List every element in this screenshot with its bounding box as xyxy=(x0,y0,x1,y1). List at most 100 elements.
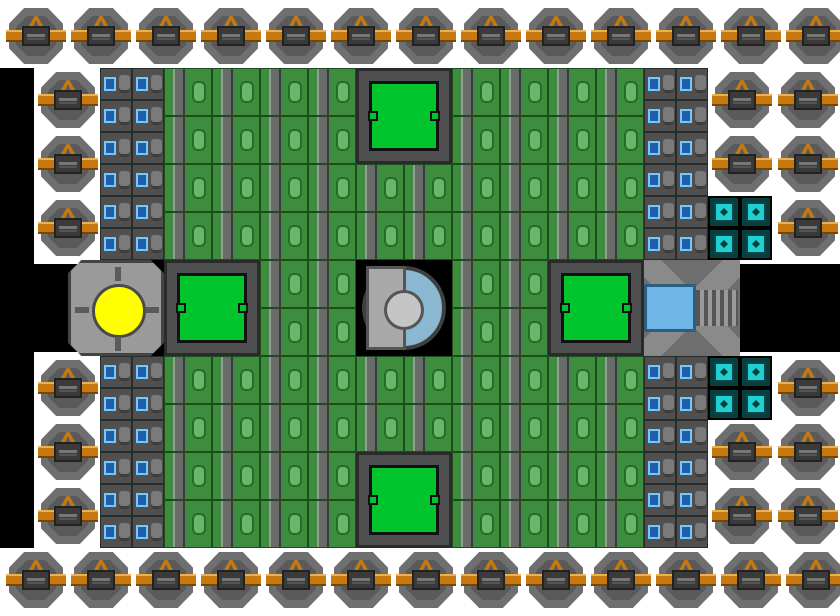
cell-icon[interactable] xyxy=(260,116,308,164)
cell-icon[interactable] xyxy=(308,452,356,500)
cell-icon[interactable] xyxy=(500,308,548,356)
cap-icon[interactable] xyxy=(719,4,783,68)
cap-icon[interactable] xyxy=(784,548,840,612)
cell-icon[interactable] xyxy=(596,68,644,116)
cell-icon[interactable] xyxy=(164,356,212,404)
cell-icon[interactable] xyxy=(212,164,260,212)
screen-icon[interactable] xyxy=(548,260,644,356)
wall-icon[interactable] xyxy=(100,420,132,452)
cell-icon[interactable] xyxy=(452,260,500,308)
cap-icon[interactable] xyxy=(784,4,840,68)
cell-icon[interactable] xyxy=(356,404,404,452)
cell-icon[interactable] xyxy=(596,212,644,260)
wall-icon[interactable] xyxy=(132,420,164,452)
cap-icon[interactable] xyxy=(776,132,840,196)
cell-icon[interactable] xyxy=(500,404,548,452)
cap-icon[interactable] xyxy=(459,548,523,612)
cell-icon[interactable] xyxy=(596,164,644,212)
cell-icon[interactable] xyxy=(548,500,596,548)
cell-icon[interactable] xyxy=(404,164,452,212)
cap-icon[interactable] xyxy=(4,4,68,68)
cell-icon[interactable] xyxy=(212,404,260,452)
cap-icon[interactable] xyxy=(199,548,263,612)
cap-icon[interactable] xyxy=(776,356,840,420)
cell-icon[interactable] xyxy=(452,356,500,404)
wall-icon[interactable] xyxy=(100,100,132,132)
wall-icon[interactable] xyxy=(100,228,132,260)
cell-icon[interactable] xyxy=(500,356,548,404)
cell-icon[interactable] xyxy=(500,116,548,164)
cell-icon[interactable] xyxy=(164,212,212,260)
wall-icon[interactable] xyxy=(100,132,132,164)
wall-icon[interactable] xyxy=(644,452,676,484)
wall-icon[interactable] xyxy=(644,132,676,164)
cell-icon[interactable] xyxy=(260,164,308,212)
cell-icon[interactable] xyxy=(500,68,548,116)
gyro-icon[interactable] xyxy=(356,260,452,356)
wall-icon[interactable] xyxy=(100,484,132,516)
cell-icon[interactable] xyxy=(212,68,260,116)
cap-icon[interactable] xyxy=(36,196,100,260)
cell-icon[interactable] xyxy=(212,212,260,260)
cell-icon[interactable] xyxy=(404,404,452,452)
cap-icon[interactable] xyxy=(69,548,133,612)
cap-icon[interactable] xyxy=(264,548,328,612)
cap-icon[interactable] xyxy=(654,548,718,612)
cap-icon[interactable] xyxy=(589,4,653,68)
cell-icon[interactable] xyxy=(260,308,308,356)
wall-icon[interactable] xyxy=(644,196,676,228)
wall-icon[interactable] xyxy=(132,484,164,516)
cell-icon[interactable] xyxy=(212,500,260,548)
cell-icon[interactable] xyxy=(404,356,452,404)
cell-icon[interactable] xyxy=(596,356,644,404)
cell-icon[interactable] xyxy=(548,212,596,260)
cell-icon[interactable] xyxy=(308,116,356,164)
cyan-icon[interactable] xyxy=(708,196,740,228)
wall-icon[interactable] xyxy=(676,100,708,132)
wall-icon[interactable] xyxy=(676,420,708,452)
wall-icon[interactable] xyxy=(100,68,132,100)
wall-icon[interactable] xyxy=(676,164,708,196)
thruster-icon[interactable] xyxy=(644,260,740,356)
cyan-icon[interactable] xyxy=(740,228,772,260)
wall-icon[interactable] xyxy=(644,100,676,132)
cell-icon[interactable] xyxy=(212,116,260,164)
cell-icon[interactable] xyxy=(548,68,596,116)
cap-icon[interactable] xyxy=(524,4,588,68)
cell-icon[interactable] xyxy=(452,404,500,452)
wall-icon[interactable] xyxy=(132,132,164,164)
wall-icon[interactable] xyxy=(132,228,164,260)
cell-icon[interactable] xyxy=(596,116,644,164)
cap-icon[interactable] xyxy=(36,68,100,132)
wall-icon[interactable] xyxy=(644,164,676,196)
cap-icon[interactable] xyxy=(4,548,68,612)
cell-icon[interactable] xyxy=(500,212,548,260)
cell-icon[interactable] xyxy=(308,308,356,356)
wall-icon[interactable] xyxy=(676,356,708,388)
cell-icon[interactable] xyxy=(452,452,500,500)
wall-icon[interactable] xyxy=(676,68,708,100)
cell-icon[interactable] xyxy=(500,260,548,308)
wall-icon[interactable] xyxy=(644,356,676,388)
cell-icon[interactable] xyxy=(596,404,644,452)
cell-icon[interactable] xyxy=(596,452,644,500)
cap-icon[interactable] xyxy=(264,4,328,68)
wall-icon[interactable] xyxy=(676,452,708,484)
cell-icon[interactable] xyxy=(260,452,308,500)
cell-icon[interactable] xyxy=(452,212,500,260)
cap-icon[interactable] xyxy=(69,4,133,68)
cap-icon[interactable] xyxy=(199,4,263,68)
cell-icon[interactable] xyxy=(308,212,356,260)
cell-icon[interactable] xyxy=(452,68,500,116)
cell-icon[interactable] xyxy=(548,116,596,164)
wall-icon[interactable] xyxy=(132,196,164,228)
wall-icon[interactable] xyxy=(644,388,676,420)
reactor-icon[interactable] xyxy=(68,260,164,356)
cap-icon[interactable] xyxy=(776,484,840,548)
cap-icon[interactable] xyxy=(524,548,588,612)
wall-icon[interactable] xyxy=(644,228,676,260)
cyan-icon[interactable] xyxy=(708,356,740,388)
cell-icon[interactable] xyxy=(308,260,356,308)
screen-icon[interactable] xyxy=(164,260,260,356)
cap-icon[interactable] xyxy=(394,4,458,68)
